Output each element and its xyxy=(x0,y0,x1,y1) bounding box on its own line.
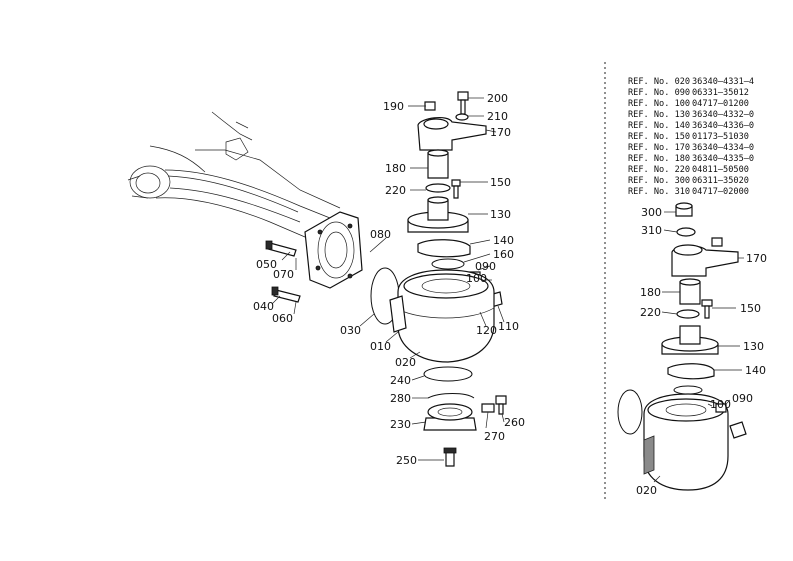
inset-callout-150: 150 xyxy=(740,302,761,315)
inset-callout-310: 310 xyxy=(641,224,662,237)
ref-row-140-prefix: REF. No. 140 xyxy=(628,121,690,131)
callout-100: 100 xyxy=(466,272,487,285)
callout-190: 190 xyxy=(383,100,404,113)
callout-030: 030 xyxy=(340,324,361,337)
callout-180: 180 xyxy=(385,162,406,175)
inset-callout-020: 020 xyxy=(636,484,657,497)
leader-lines-inset xyxy=(653,211,744,483)
callout-110: 110 xyxy=(498,320,519,333)
callout-070: 070 xyxy=(273,268,294,281)
ref-row-150-part: 01173—51030 xyxy=(692,132,749,142)
callout-280: 280 xyxy=(390,392,411,405)
callout-150: 150 xyxy=(490,176,511,189)
callout-140: 140 xyxy=(493,234,514,247)
callout-160: 160 xyxy=(493,248,514,261)
ref-row-150-prefix: REF. No. 150 xyxy=(628,132,690,142)
ref-row-100-part: 04717—01200 xyxy=(692,99,749,109)
inset-king-pin-stack xyxy=(617,202,747,491)
inset-callout-090: 090 xyxy=(732,392,753,405)
callout-130: 130 xyxy=(490,208,511,221)
callout-080: 080 xyxy=(370,228,391,241)
callouts-main: 190 200 210 170 180 220 150 130 080 140 … xyxy=(253,92,525,467)
ref-row-140-part: 36340—4336—0 xyxy=(692,121,754,131)
inset-callout-140: 140 xyxy=(745,364,766,377)
callout-090: 090 xyxy=(475,260,496,273)
ref-row-310-part: 04717—02000 xyxy=(692,187,749,197)
callout-220: 220 xyxy=(385,184,406,197)
ref-row-180-part: 36340—4335—0 xyxy=(692,154,754,164)
callout-200: 200 xyxy=(487,92,508,105)
ref-row-020-prefix: REF. No. 020 xyxy=(628,77,690,87)
ref-row-220-part: 04811—50500 xyxy=(692,165,749,175)
ref-row-100-prefix: REF. No. 100 xyxy=(628,99,690,109)
callout-040: 040 xyxy=(253,300,274,313)
axle-flange xyxy=(304,211,363,289)
king-pin-stack xyxy=(389,91,507,467)
ref-row-090-part: 06331—35012 xyxy=(692,88,749,98)
axle-housing xyxy=(127,111,341,241)
leader-lines-main xyxy=(271,97,505,461)
ref-row-300-prefix: REF. No. 300 xyxy=(628,176,690,186)
inset-callout-130: 130 xyxy=(743,340,764,353)
inset-callout-170: 170 xyxy=(746,252,767,265)
callout-260: 260 xyxy=(504,416,525,429)
callout-240: 240 xyxy=(390,374,411,387)
callout-230: 230 xyxy=(390,418,411,431)
ref-row-020-part: 36340—4331—4 xyxy=(692,77,754,87)
callout-020: 020 xyxy=(395,356,416,369)
ref-row-180-prefix: REF. No. 180 xyxy=(628,154,690,164)
callout-010: 010 xyxy=(370,340,391,353)
reference-table: REF. No. 020 36340—4331—4 REF. No. 090 0… xyxy=(628,77,754,197)
ref-row-300-part: 06311—35020 xyxy=(692,176,749,186)
callout-210: 210 xyxy=(487,110,508,123)
ref-row-170-part: 36340—4334—0 xyxy=(692,143,754,153)
inset-callout-100: 100 xyxy=(710,398,731,411)
callouts-inset: 300 310 170 180 150 220 130 140 090 100 … xyxy=(636,206,767,497)
ref-row-170-prefix: REF. No. 170 xyxy=(628,143,690,153)
ref-row-090-prefix: REF. No. 090 xyxy=(628,88,690,98)
ref-row-310-prefix: REF. No. 310 xyxy=(628,187,690,197)
callout-170: 170 xyxy=(490,126,511,139)
callout-270: 270 xyxy=(484,430,505,443)
callout-120: 120 xyxy=(476,324,497,337)
callout-250: 250 xyxy=(396,454,417,467)
inset-callout-300: 300 xyxy=(641,206,662,219)
callout-050: 050 xyxy=(256,258,277,271)
inset-callout-180: 180 xyxy=(640,286,661,299)
callout-060: 060 xyxy=(272,312,293,325)
ref-row-220-prefix: REF. No. 220 xyxy=(628,165,690,175)
inset-callout-220: 220 xyxy=(640,306,661,319)
ref-row-130-prefix: REF. No. 130 xyxy=(628,110,690,120)
ref-row-130-part: 36340—4332—0 xyxy=(692,110,754,120)
